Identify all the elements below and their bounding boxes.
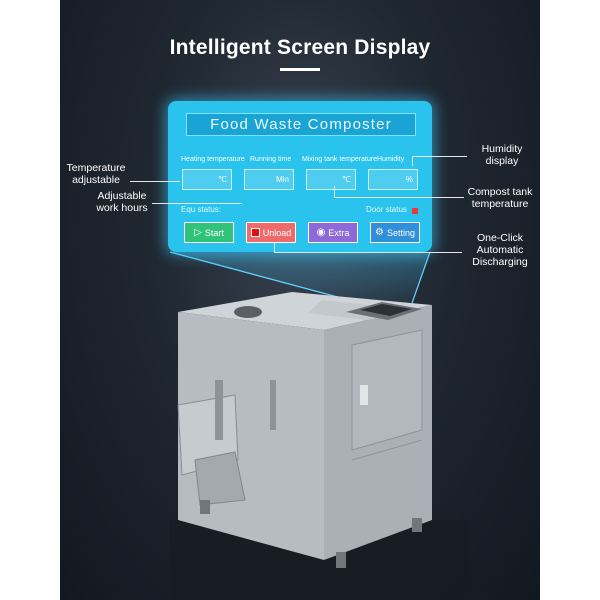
composter-machine [170, 292, 470, 600]
mixing-tank-temperature-field[interactable]: ℃ [306, 169, 356, 190]
discharging-callout: One-Click Automatic Discharging [472, 232, 528, 268]
door-status-indicator [412, 208, 418, 214]
unload-button-label: Unload [262, 227, 292, 238]
door-status-label: Door status [366, 205, 407, 214]
start-button-label: Start [204, 227, 224, 238]
page-title: Intelligent Screen Display [169, 36, 431, 59]
humidity-field[interactable]: % [368, 169, 418, 190]
running-time-label: Running time [250, 156, 292, 163]
setting-button[interactable]: ⚙ Setting [370, 222, 420, 243]
projection-beams [169, 251, 431, 304]
heating-temperature-label: Heating temperature [181, 156, 245, 163]
work-hours-callout: Adjustable work hours [96, 190, 148, 214]
unload-button[interactable]: Unload [246, 222, 296, 243]
start-button[interactable]: ▷ Start [184, 222, 234, 243]
discharge-leader-vertical [274, 243, 275, 253]
compost-temperature-callout: Compost tank temperature [467, 186, 533, 210]
play-icon: ▷ [194, 227, 202, 238]
mixing-tank-temperature-label: Mixing tank temperature [302, 156, 378, 163]
stop-icon [250, 228, 260, 237]
setting-button-label: Setting [386, 227, 415, 238]
discharge-leader-line [274, 252, 462, 253]
temperature-leader-line [130, 181, 180, 182]
heating-temperature-field[interactable]: ℃ [182, 169, 232, 190]
equ-status-label: Equ status: [181, 205, 222, 214]
temperature-callout: Temperature adjustable [66, 162, 126, 186]
humidity-leader-vertical [412, 156, 413, 166]
extra-button-label: Extra [328, 227, 350, 238]
running-time-field[interactable]: Min [244, 169, 294, 190]
compost-leader-line [334, 197, 464, 198]
screen-title: Food Waste Composter [186, 113, 416, 136]
humidity-callout: Humidity display [481, 143, 523, 167]
humidity-label: Humidity [377, 156, 405, 163]
extra-button[interactable]: ◉ Extra [308, 222, 358, 243]
product-image-stage: Intelligent Screen Display [60, 0, 540, 600]
humidity-leader-line [412, 156, 467, 157]
work-hours-leader-line [152, 203, 242, 204]
title-underline [280, 68, 320, 71]
eye-icon: ◉ [316, 227, 326, 238]
compost-leader-vertical [334, 186, 335, 198]
gear-icon: ⚙ [375, 227, 384, 238]
